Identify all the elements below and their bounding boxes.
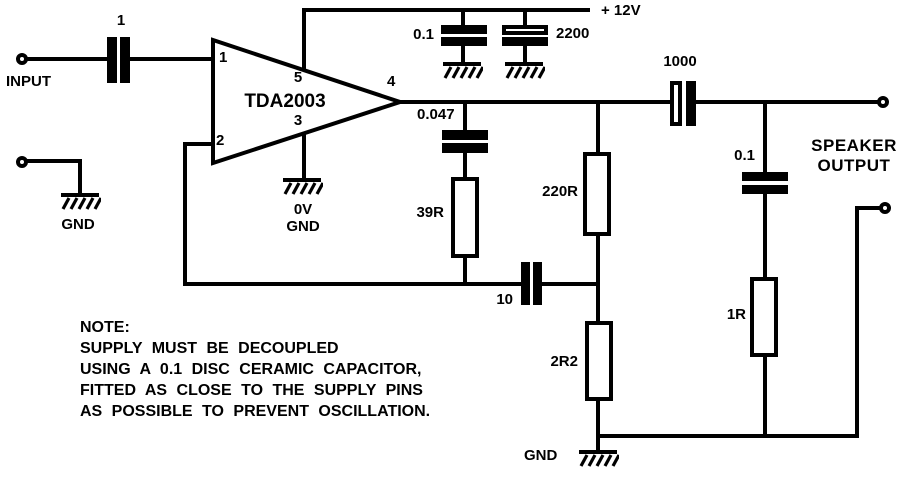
wire-gnd-stub-down bbox=[78, 159, 82, 195]
wire-2r2-bot bbox=[596, 398, 600, 452]
wire-speaker-return-v bbox=[855, 206, 859, 438]
ic-name-label: TDA2003 bbox=[244, 91, 326, 112]
feedback-cap-plate-right bbox=[533, 262, 542, 305]
zobel-cap-plate-bottom bbox=[442, 143, 488, 153]
wire-220r-top bbox=[596, 100, 600, 155]
wire-cap2200-lead-bot bbox=[523, 45, 527, 64]
resistor-1r bbox=[750, 277, 778, 357]
feedback-cap-value-label: 10 bbox=[496, 291, 513, 308]
output-zobel-cap-plate-bottom bbox=[742, 185, 788, 194]
ground-symbol-input bbox=[59, 193, 101, 210]
feedback-res-upper-label: 220R bbox=[542, 183, 578, 200]
decoupling-cap-plate-top bbox=[441, 25, 487, 34]
decoupling-cap-plate-bottom bbox=[441, 37, 487, 46]
ground-symbol-decoupling-cap bbox=[441, 62, 483, 79]
wire-input-right bbox=[129, 57, 215, 61]
note-line-1: NOTE: bbox=[80, 319, 130, 336]
speaker-output-label: SPEAKER OUTPUT bbox=[798, 136, 910, 176]
feedback-res-lower-label: 2R2 bbox=[550, 353, 578, 370]
resistor-220r bbox=[583, 152, 611, 236]
pin5-label: 5 bbox=[293, 69, 303, 86]
note-line-3: USING A 0.1 DISC CERAMIC CAPACITOR, bbox=[80, 361, 422, 378]
wire-bottom-rail bbox=[596, 434, 859, 438]
ic-gnd-label-line1: 0V bbox=[293, 201, 313, 218]
output-zobel-cap-plate-top bbox=[742, 172, 788, 181]
input-terminal bbox=[16, 53, 28, 65]
zobel-cap-plate-top bbox=[442, 130, 488, 140]
input-cap-value-label: 1 bbox=[116, 12, 126, 29]
wire-outzobel-top bbox=[763, 100, 767, 174]
output-zobel-res-label: 1R bbox=[726, 306, 746, 323]
supply-rail-label: + 12V bbox=[601, 2, 641, 19]
resistor-2r2 bbox=[585, 321, 613, 401]
ic-gnd-label: 0V GND bbox=[272, 201, 334, 235]
feedback-cap-plate-left bbox=[521, 262, 530, 305]
amplifier-triangle bbox=[209, 36, 405, 168]
note-line-5: AS POSSIBLE TO PREVENT OSCILLATION. bbox=[80, 403, 431, 420]
wire-speaker-return-h bbox=[855, 206, 883, 210]
input-gnd-terminal bbox=[16, 156, 28, 168]
pin2-label: 2 bbox=[216, 132, 225, 149]
wire-outzobel-mid bbox=[763, 192, 767, 280]
wire-1r-bot bbox=[763, 354, 767, 438]
input-cap-plate-right bbox=[120, 37, 130, 83]
reservoir-cap-value-label: 2200 bbox=[556, 25, 590, 42]
input-terminal-label: INPUT bbox=[6, 73, 51, 90]
ground-symbol-bottom bbox=[577, 450, 619, 467]
input-gnd-label: GND bbox=[61, 216, 95, 233]
ic-gnd-label-line2: GND bbox=[286, 218, 320, 235]
wire-zobel-bot bbox=[463, 255, 467, 286]
wire-output-right bbox=[694, 100, 880, 104]
zobel-cap-value-label: 0.047 bbox=[417, 106, 455, 123]
wire-pin2-down bbox=[183, 142, 187, 286]
resistor-39r bbox=[451, 177, 479, 258]
bottom-gnd-label: GND bbox=[524, 447, 558, 464]
wire-cap01-lead-top bbox=[461, 10, 465, 27]
zobel-res-value-label: 39R bbox=[416, 204, 444, 221]
ground-symbol-reservoir-cap bbox=[503, 62, 545, 79]
output-cap-value-label: 1000 bbox=[663, 53, 697, 70]
wire-pin2-stub bbox=[183, 142, 215, 146]
decoupling-cap-value-label: 0.1 bbox=[413, 26, 434, 43]
wire-220r-bot bbox=[596, 233, 600, 324]
pin4-label: 4 bbox=[387, 73, 396, 90]
wire-cap2200-lead-top bbox=[523, 10, 527, 27]
speaker-terminal-plus bbox=[877, 96, 889, 108]
output-cap-plate-left bbox=[670, 81, 682, 126]
output-zobel-cap-label: 0.1 bbox=[734, 147, 755, 164]
wire-pin3-down bbox=[302, 132, 306, 180]
note-line-4: FITTED AS CLOSE TO THE SUPPLY PINS bbox=[80, 382, 423, 399]
input-cap-plate-left bbox=[107, 37, 117, 83]
ground-symbol-ic bbox=[281, 178, 323, 195]
speaker-output-label-line1: SPEAKER bbox=[811, 136, 897, 155]
wire-zobel-top bbox=[463, 100, 467, 132]
wire-supply-rail bbox=[302, 8, 590, 12]
speaker-terminal-minus bbox=[879, 202, 891, 214]
wire-output-left bbox=[398, 100, 672, 104]
wire-pin5-up bbox=[302, 8, 306, 72]
pin3-label: 3 bbox=[293, 112, 303, 129]
wire-gnd-stub bbox=[26, 159, 82, 163]
reservoir-cap-plate-top bbox=[502, 25, 548, 35]
wire-zobel-mid bbox=[463, 151, 467, 180]
note-text: NOTE: SUPPLY MUST BE DECOUPLED USING A 0… bbox=[80, 317, 430, 422]
output-cap-plate-right bbox=[686, 81, 696, 126]
wire-feedback-left bbox=[183, 282, 521, 286]
speaker-output-label-line2: OUTPUT bbox=[817, 156, 891, 175]
wire-input-left bbox=[26, 57, 108, 61]
note-line-2: SUPPLY MUST BE DECOUPLED bbox=[80, 340, 339, 357]
reservoir-cap-plate-bottom bbox=[502, 37, 548, 46]
wire-feedback-right bbox=[541, 282, 600, 286]
wire-cap01-lead-bot bbox=[461, 45, 465, 64]
pin1-label: 1 bbox=[219, 49, 228, 66]
